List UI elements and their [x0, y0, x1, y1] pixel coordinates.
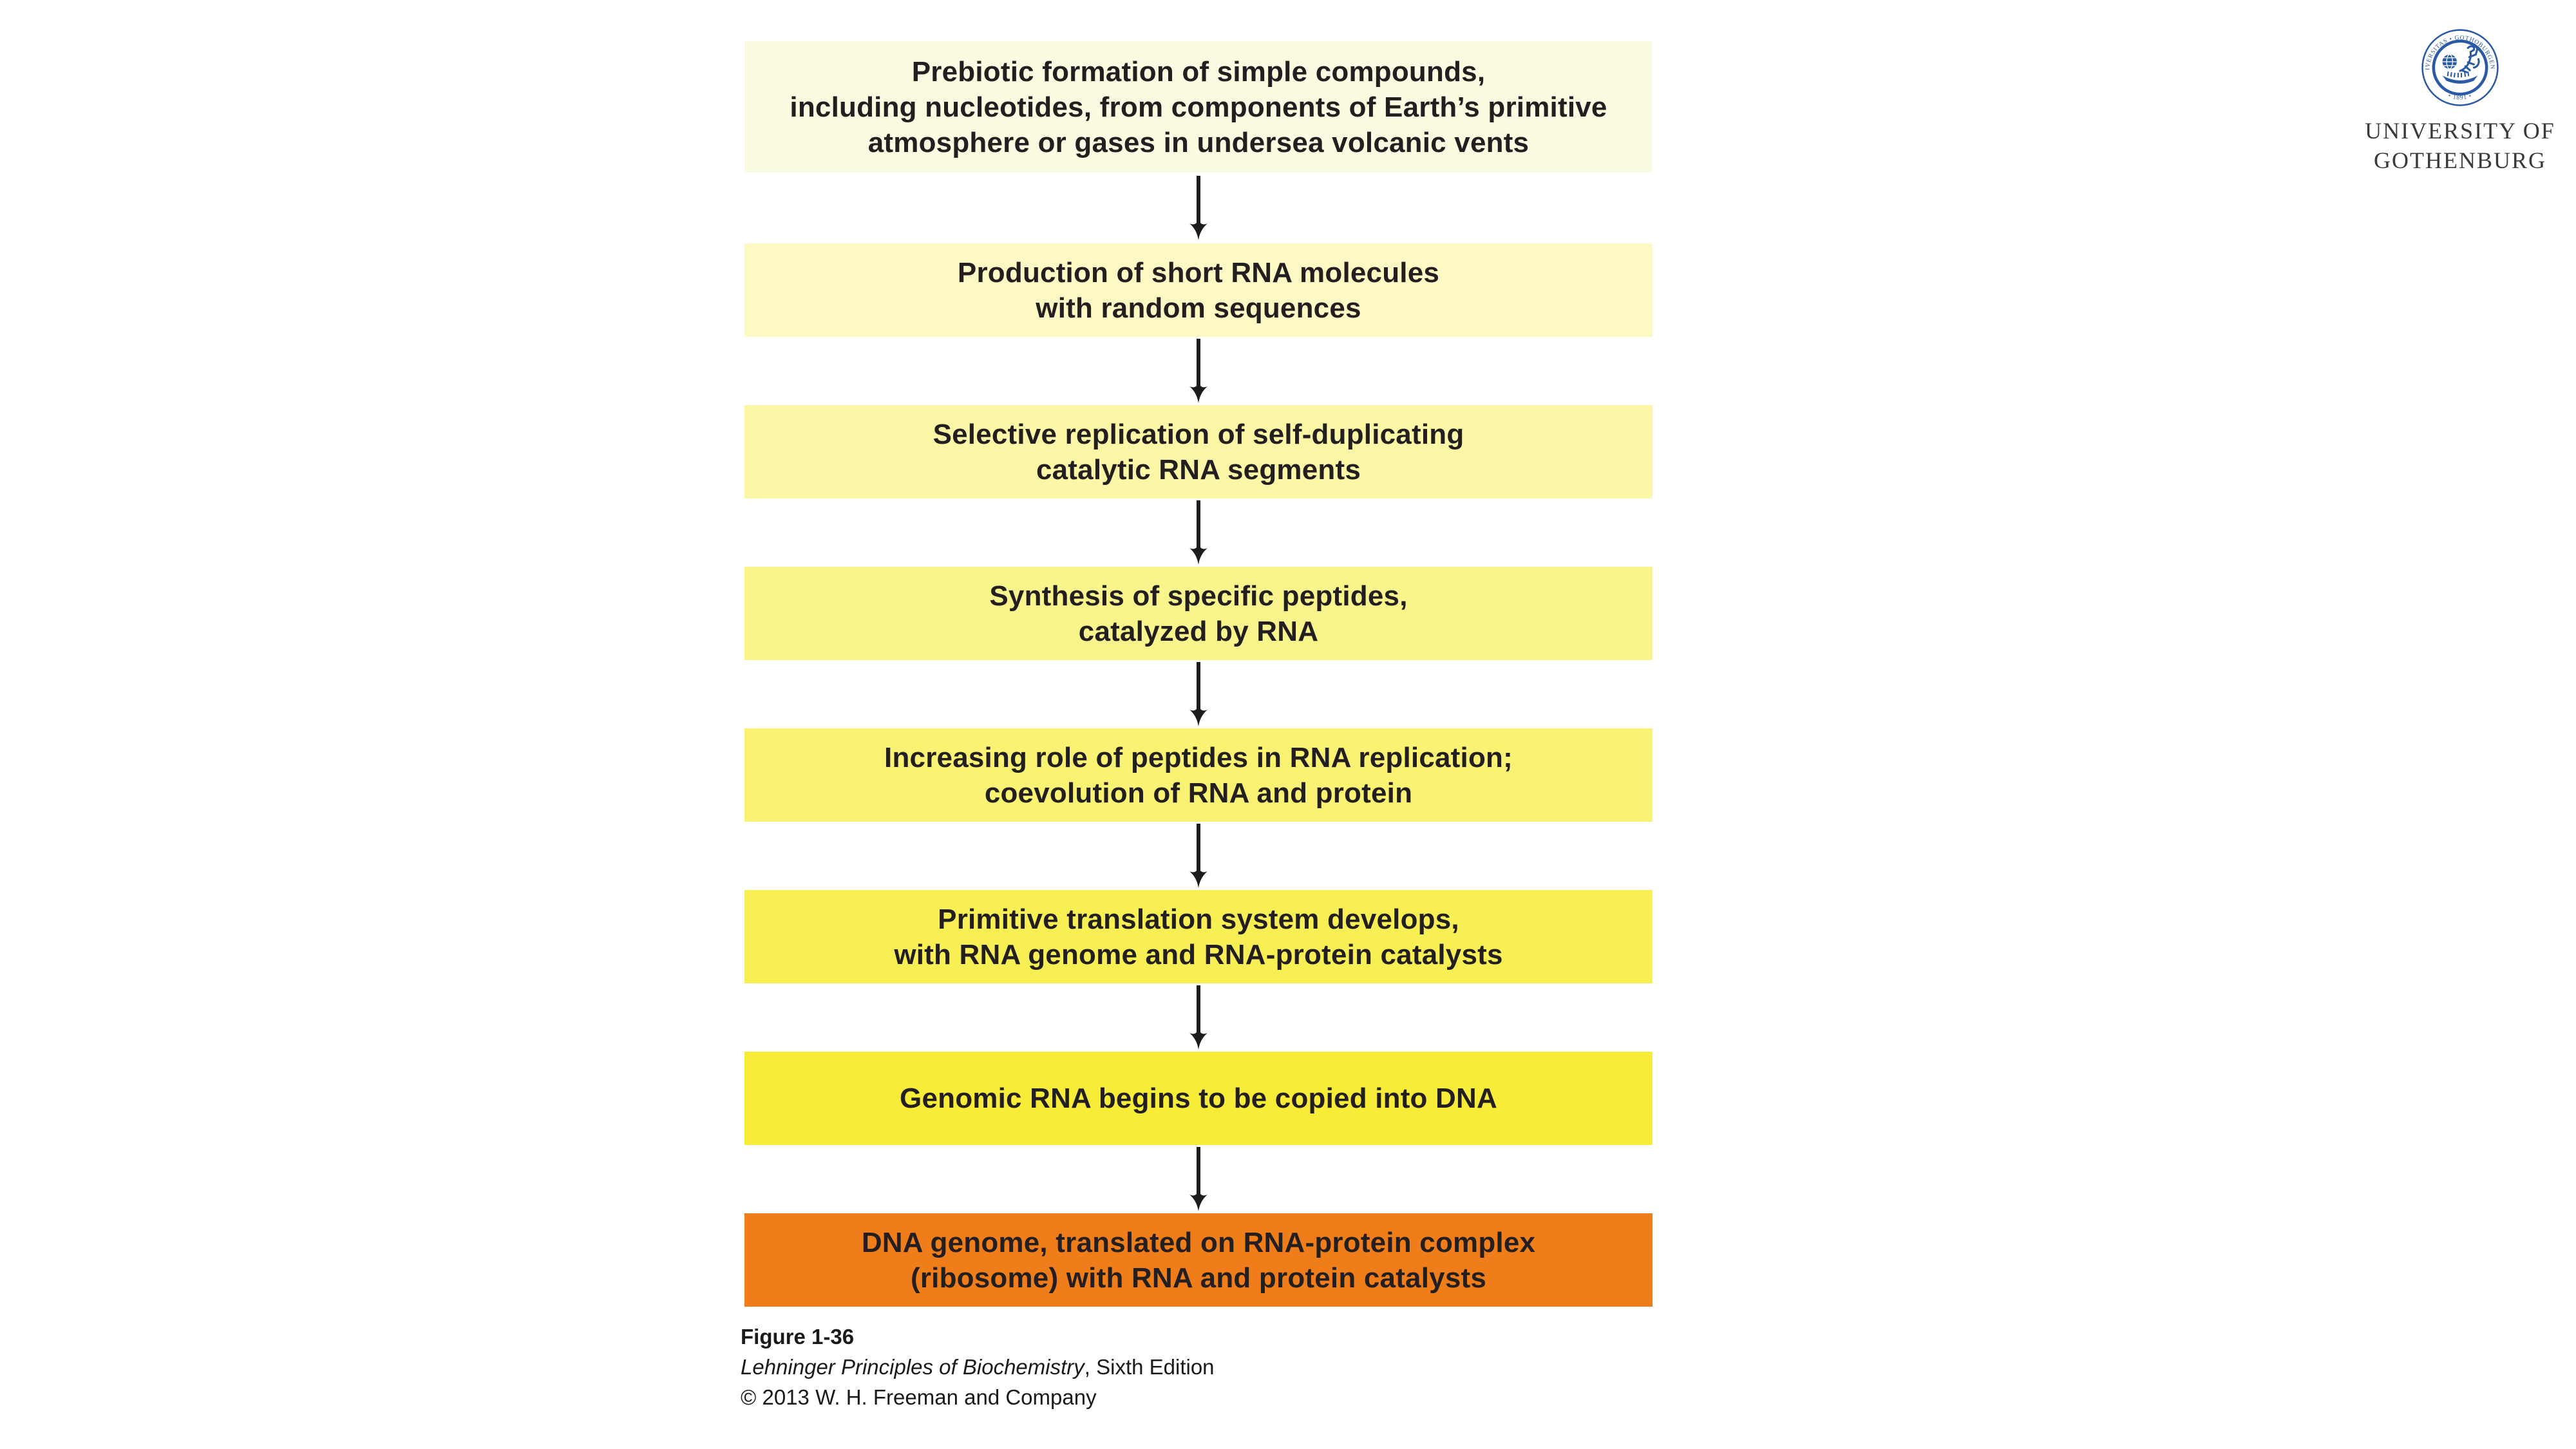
flow-step-2: Production of short RNA molecules with r… [744, 243, 1653, 337]
university-name-line2: GOTHENBURG [2374, 147, 2546, 173]
arrow-gap [1189, 337, 1208, 405]
university-name-line1: UNIVERSITY OF [2365, 118, 2555, 144]
flow-step-1: Prebiotic formation of simple compounds,… [744, 41, 1653, 173]
svg-text:UNIVERSITAS • GOTHOBURGENSIS: UNIVERSITAS • GOTHOBURGENSIS [2421, 28, 2496, 70]
down-arrow-icon [1189, 500, 1208, 565]
flow-step-1-label: Prebiotic formation of simple compounds,… [790, 55, 1607, 158]
svg-text:• 1891 •: • 1891 • [2447, 92, 2473, 101]
flow-step-7: Genomic RNA begins to be copied into DNA [744, 1052, 1653, 1145]
book-reference: Lehninger Principles of Biochemistry, Si… [741, 1352, 1215, 1382]
down-arrow-icon [1189, 985, 1208, 1050]
arrow-gap [1189, 498, 1208, 567]
flow-step-4: Synthesis of specific peptides, catalyze… [744, 567, 1653, 660]
arrow-gap [1189, 173, 1208, 243]
book-title: Lehninger Principles of Biochemistry [741, 1355, 1084, 1379]
university-seal-icon: UNIVERSITAS • GOTHOBURGENSIS • 1891 • [2421, 28, 2499, 106]
arrow-gap [1189, 660, 1208, 728]
down-arrow-icon [1189, 339, 1208, 403]
university-logo: UNIVERSITAS • GOTHOBURGENSIS • 1891 • [2344, 28, 2576, 175]
book-edition: , Sixth Edition [1084, 1355, 1215, 1379]
flow-step-6: Primitive translation system develops, w… [744, 890, 1653, 983]
copyright-line: © 2013 W. H. Freeman and Company [741, 1385, 1097, 1409]
flow-step-3-label: Selective replication of self-duplicatin… [933, 418, 1464, 486]
flow-step-5: Increasing role of peptides in RNA repli… [744, 728, 1653, 822]
seal-ring-text: UNIVERSITAS • GOTHOBURGENSIS [2421, 28, 2496, 70]
down-arrow-icon [1189, 176, 1208, 240]
down-arrow-icon [1189, 662, 1208, 726]
down-arrow-icon [1189, 1147, 1208, 1211]
university-wordmark: UNIVERSITY OF GOTHENBURG [2344, 116, 2576, 175]
figure-caption: Figure 1-36 Lehninger Principles of Bioc… [741, 1321, 1215, 1412]
flow-step-7-label: Genomic RNA begins to be copied into DNA [900, 1083, 1497, 1114]
flowchart: Prebiotic formation of simple compounds,… [744, 41, 1653, 1307]
arrow-gap [1189, 822, 1208, 890]
seal-emblem [2442, 45, 2480, 84]
arrow-gap [1189, 983, 1208, 1052]
flow-step-8: DNA genome, translated on RNA-protein co… [744, 1213, 1653, 1307]
flow-step-6-label: Primitive translation system develops, w… [894, 903, 1503, 971]
down-arrow-icon [1189, 824, 1208, 888]
figure-label: Figure 1-36 [741, 1325, 855, 1349]
flow-step-5-label: Increasing role of peptides in RNA repli… [884, 741, 1513, 809]
flow-step-2-label: Production of short RNA molecules with r… [957, 256, 1440, 324]
seal-year-text: • 1891 • [2447, 92, 2472, 101]
flow-step-3: Selective replication of self-duplicatin… [744, 405, 1653, 498]
flow-step-8-label: DNA genome, translated on RNA-protein co… [861, 1226, 1536, 1294]
flow-step-4-label: Synthesis of specific peptides, catalyze… [989, 580, 1408, 647]
arrow-gap [1189, 1145, 1208, 1213]
